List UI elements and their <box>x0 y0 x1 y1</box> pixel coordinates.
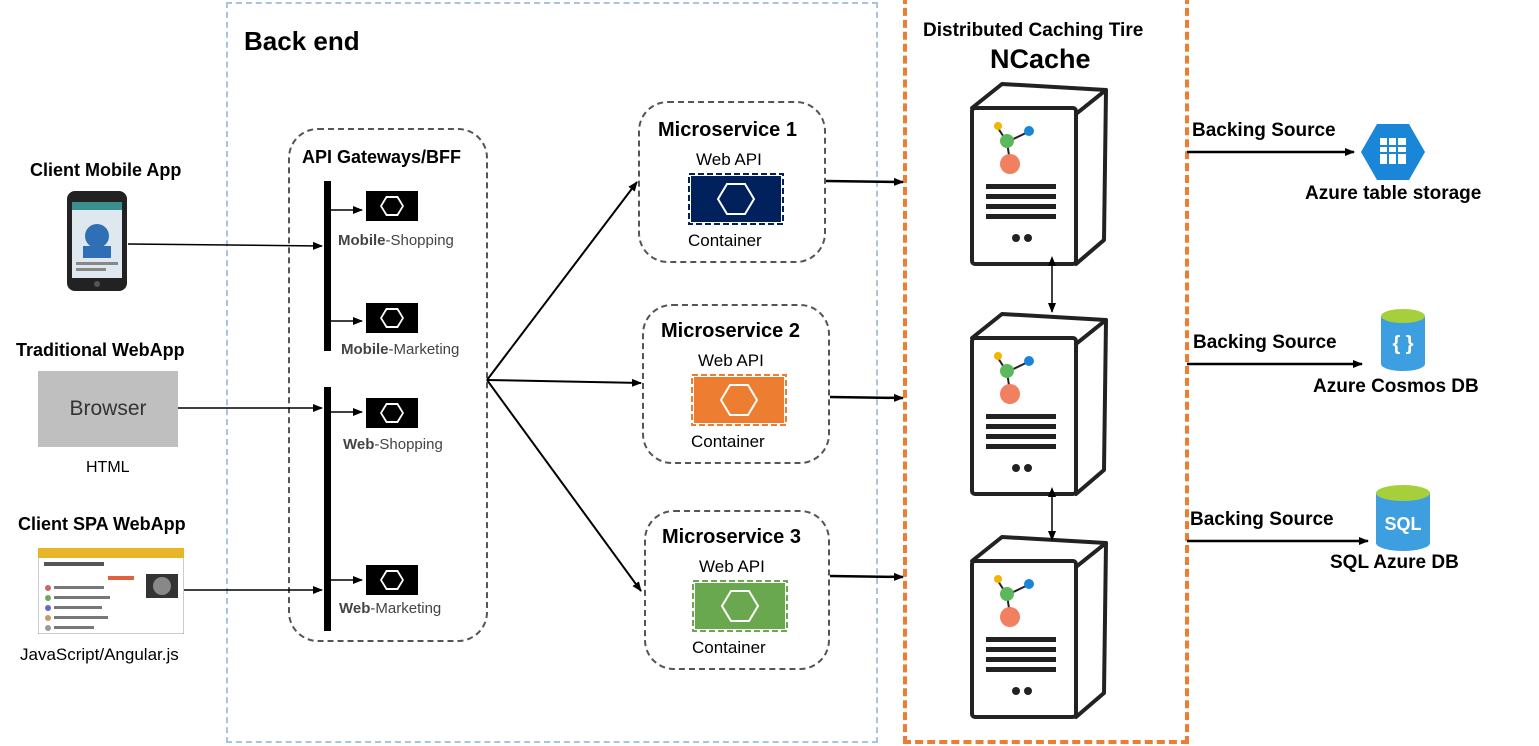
spa-caption: JavaScript/Angular.js <box>20 645 179 664</box>
cache-tier-title: Distributed Caching Tire <box>923 20 1144 41</box>
browser-label: Browser <box>69 397 147 420</box>
gateway-icon-web-marketing <box>364 563 420 602</box>
cache-server-2-icon <box>968 310 1110 505</box>
microservice-3-webapi: Web API <box>699 557 765 576</box>
backend-region <box>226 2 878 743</box>
gateway-label-mobile-shopping: Mobile-Shopping <box>338 232 454 249</box>
cache-tier-region <box>903 0 1189 744</box>
microservice-2-box <box>642 304 830 464</box>
backing-source-3-name: SQL Azure DB <box>1330 552 1459 573</box>
client-mobile-title: Client Mobile App <box>30 160 182 180</box>
gateway-label-web-marketing: Web-Marketing <box>339 600 442 617</box>
backing-source-1-label: Backing Source <box>1192 120 1336 141</box>
gateway-label-mobile-marketing: Mobile-Marketing <box>341 341 460 358</box>
backing-source-3-label: Backing Source <box>1190 509 1334 530</box>
backing-source-1-name: Azure table storage <box>1305 183 1482 204</box>
browser-box: Browser <box>38 371 178 447</box>
microservice-2-container: Container <box>691 432 765 451</box>
microservice-1-title: Microservice 1 <box>658 119 797 141</box>
microservice-3-title: Microservice 3 <box>662 526 801 548</box>
microservice-3-box <box>644 510 830 670</box>
traditional-caption: HTML <box>86 459 130 476</box>
api-gateways-title: API Gateways/BFF <box>302 147 462 167</box>
microservice-3-container: Container <box>692 638 766 657</box>
cache-product-name: NCache <box>990 44 1091 74</box>
svg-text:SQL: SQL <box>1384 514 1421 534</box>
cache-server-3-icon <box>968 533 1110 728</box>
microservice-1-box <box>638 101 826 263</box>
client-traditional-title: Traditional WebApp <box>16 340 185 360</box>
azure-table-storage-icon <box>1360 122 1426 187</box>
svg-text:{ }: { } <box>1392 333 1413 355</box>
gateway-label-web-shopping: Web-Shopping <box>343 436 443 453</box>
azure-cosmos-db-icon: { } <box>1378 308 1428 379</box>
backing-source-2-label: Backing Source <box>1193 332 1337 353</box>
backing-source-2-name: Azure Cosmos DB <box>1313 376 1479 397</box>
microservice-1-webapi: Web API <box>696 150 762 169</box>
client-spa-title: Client SPA WebApp <box>18 514 186 534</box>
mobile-bus-bar <box>324 181 331 351</box>
spa-screenshot-icon <box>38 548 184 634</box>
cache-server-1-icon <box>968 80 1110 275</box>
microservice-1-container: Container <box>688 231 762 250</box>
gateway-icon-mobile-marketing <box>364 301 420 340</box>
microservice-2-webapi: Web API <box>698 351 764 370</box>
gateway-icon-web-shopping <box>364 396 420 435</box>
web-bus-bar <box>324 387 331 631</box>
backend-title: Back end <box>244 26 360 56</box>
microservice-2-title: Microservice 2 <box>661 320 800 342</box>
microservice-2-container-icon <box>691 374 787 431</box>
sql-azure-db-icon: SQL <box>1373 483 1433 558</box>
gateway-icon-mobile-shopping <box>364 189 420 228</box>
microservice-3-container-icon <box>692 580 788 637</box>
phone-icon <box>67 191 127 291</box>
microservice-1-container-icon <box>688 173 784 230</box>
